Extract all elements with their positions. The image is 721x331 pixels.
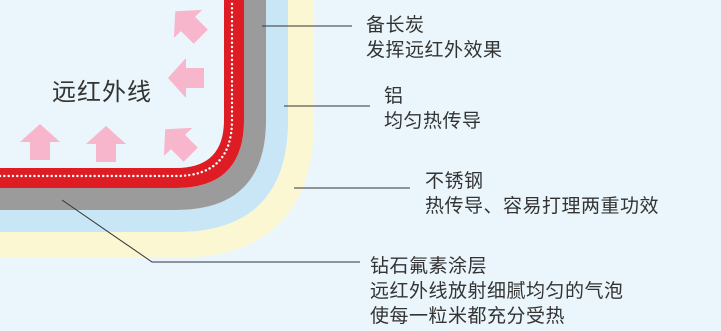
arrow-left-icon	[168, 58, 204, 98]
callout-stainless-title: 不锈钢	[425, 170, 484, 192]
callout-diamond-title: 钻石氟素涂层	[370, 255, 488, 277]
callout-charcoal-desc: 发挥远红外效果	[366, 39, 503, 61]
diamond-coating-layer	[0, 0, 314, 258]
callout-charcoal: 备长炭 发挥远红外效果	[366, 13, 503, 63]
callout-stainless: 不锈钢 热传导、容易打理两重功效	[425, 169, 659, 219]
callout-aluminum: 铝 均匀热传导	[384, 84, 482, 134]
arrow-left-icon	[173, 9, 208, 44]
leader-line-diamond	[61, 199, 360, 263]
callout-charcoal-title: 备长炭	[366, 14, 425, 36]
charcoal-dot-pattern	[0, 0, 234, 178]
callout-diamond-desc-1: 远红外线放射细腻均匀的气泡	[370, 280, 624, 302]
arrow-up-left-icon	[163, 127, 198, 162]
far-infrared-label: 远红外线	[52, 78, 152, 106]
aluminum-layer	[0, 0, 266, 210]
arrow-up-icon	[86, 126, 126, 162]
callout-diamond: 钻石氟素涂层 远红外线放射细腻均匀的气泡 使每一粒米都充分受热	[370, 254, 624, 329]
arrow-up-icon	[20, 124, 60, 160]
callout-aluminum-desc: 均匀热传导	[384, 110, 482, 132]
callout-aluminum-title: 铝	[384, 85, 404, 107]
callout-stainless-desc: 热传导、容易打理两重功效	[425, 195, 660, 217]
charcoal-layer	[0, 0, 244, 188]
callout-diamond-desc-2: 使每一粒米都充分受热	[370, 305, 566, 327]
